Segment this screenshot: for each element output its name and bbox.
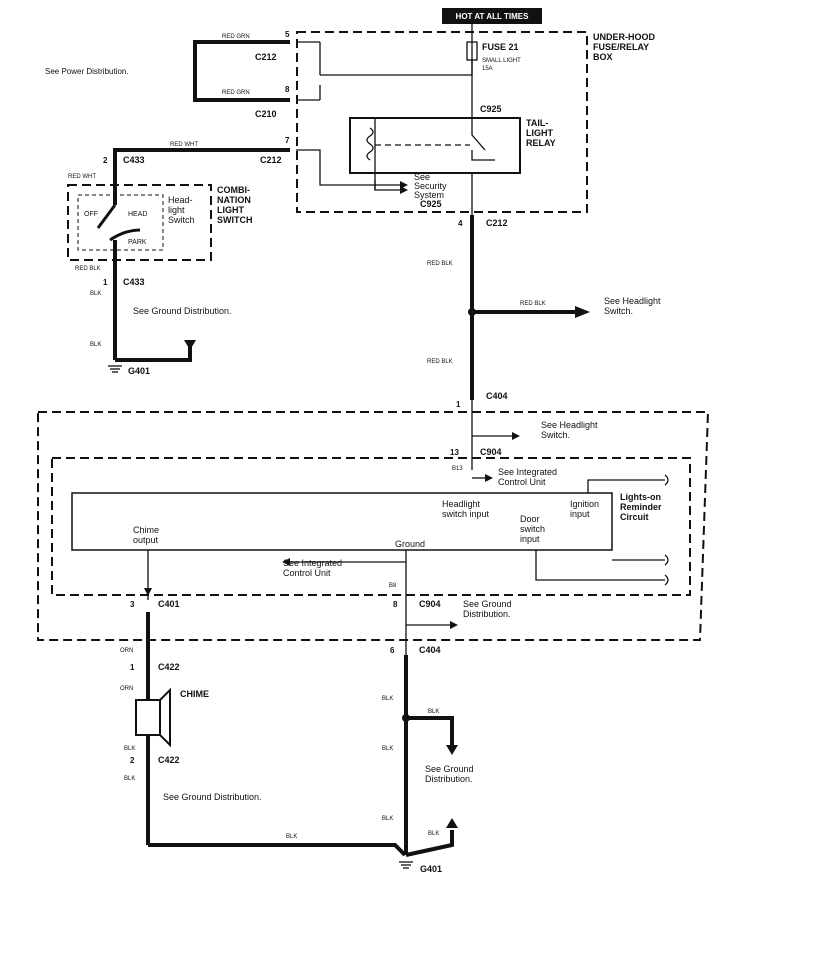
wire-label-blk-10: BLK xyxy=(428,831,439,837)
pin-3: 3 xyxy=(130,600,135,609)
ground-label: Ground xyxy=(395,539,425,549)
connector-c433-top: C433 xyxy=(123,155,145,165)
connector-c404-top: C404 xyxy=(486,391,508,401)
wire-label-red-blk-2: RED BLK xyxy=(520,301,546,307)
wire-label-red-grn-1: RED GRN xyxy=(222,34,250,40)
see-ground-distribution-left: See Ground Distribution. xyxy=(133,306,232,316)
wire-label-blk-2: BLK xyxy=(90,342,101,348)
fuse-21-desc: SMALL LIGHT xyxy=(482,58,521,64)
switch-pos-park: PARK xyxy=(128,239,147,246)
pin-5: 5 xyxy=(285,30,290,39)
connector-c210: C210 xyxy=(255,109,277,119)
connector-c212-b: C212 xyxy=(260,155,282,165)
wire-label-blk-6: BLK xyxy=(382,696,393,702)
connector-c433-bottom: C433 xyxy=(123,277,145,287)
pin-8-c904: 8 xyxy=(393,600,398,609)
see-power-distribution: See Power Distribution. xyxy=(45,67,129,76)
fuse-21-rating: 15A xyxy=(482,66,493,72)
pin-b13: B13 xyxy=(452,466,463,472)
wire-label-blk-8: BLK xyxy=(382,746,393,752)
wire-label-blk-7: BLK xyxy=(428,709,439,715)
pin-13: 13 xyxy=(450,448,459,457)
pin-1-c422: 1 xyxy=(130,663,135,672)
hot-badge xyxy=(442,8,542,24)
pin-4: 4 xyxy=(458,219,463,228)
connector-c401: C401 xyxy=(158,599,180,609)
connector-c422-bottom: C422 xyxy=(158,755,180,765)
connector-c925-bottom: C925 xyxy=(420,199,442,209)
wire-label-blk-4: BLK xyxy=(124,776,135,782)
wire-label-red-wht: RED WHT xyxy=(170,142,198,148)
chime-label: CHIME xyxy=(180,689,209,699)
outer-dashed-box xyxy=(37,411,710,641)
pin-2: 2 xyxy=(103,156,108,165)
wire-label-red-wht-2: RED WHT xyxy=(68,174,96,180)
switch-pos-head: HEAD xyxy=(128,211,147,218)
connector-c904-top: C904 xyxy=(480,447,502,457)
wire-label-orn-1: ORN xyxy=(120,648,133,654)
connector-c212-c: C212 xyxy=(486,218,508,228)
switch-pos-off: OFF xyxy=(84,211,98,218)
wire-label-red-blk-1: RED BLK xyxy=(427,261,453,267)
connector-c212: C212 xyxy=(255,52,277,62)
inner-dashed-box xyxy=(51,457,691,596)
tail-light-relay xyxy=(349,117,521,174)
wire-red-grn-loop xyxy=(193,40,290,102)
wire-label-blk-1: BLK xyxy=(90,291,101,297)
wire-label-red-grn-2: RED GRN xyxy=(222,90,250,96)
pin-1-c404: 1 xyxy=(456,400,461,409)
pin-6: 6 xyxy=(390,646,395,655)
connector-c925-top: C925 xyxy=(480,104,502,114)
fuse-relay-box xyxy=(296,31,588,213)
ground-g401-bottom: G401 xyxy=(420,864,442,874)
lights-on-reminder-unit xyxy=(71,492,613,551)
fuse-21-label: FUSE 21 xyxy=(482,42,519,52)
wire-label-red-blk-left: RED BLK xyxy=(75,266,101,272)
wire-label-orn-2: ORN xyxy=(120,686,133,692)
hot-badge-label: HOT AT ALL TIMES xyxy=(456,12,530,21)
pin-2-c422: 2 xyxy=(130,756,135,765)
connector-c422-top: C422 xyxy=(158,662,180,672)
ground-g401-left: G401 xyxy=(128,366,150,376)
combination-light-switch xyxy=(67,184,212,261)
chime-symbol xyxy=(135,699,161,736)
pin-1-c433: 1 xyxy=(103,278,108,287)
line: UNDER-HOOD xyxy=(593,32,655,42)
see-ground-distribution-bottom: See Ground Distribution. xyxy=(163,792,262,802)
wire-label-blk-5: BLK xyxy=(286,834,297,840)
connector-c904-bottom: C904 xyxy=(419,599,441,609)
pin-b8: B8 xyxy=(389,583,397,589)
pin-7: 7 xyxy=(285,136,290,145)
wire-label-red-blk-3: RED BLK xyxy=(427,359,453,365)
wire-label-blk-9: BLK xyxy=(382,816,393,822)
connector-c404-bottom: C404 xyxy=(419,645,441,655)
pin-8: 8 xyxy=(285,85,290,94)
wire-label-blk-3: BLK xyxy=(124,746,135,752)
